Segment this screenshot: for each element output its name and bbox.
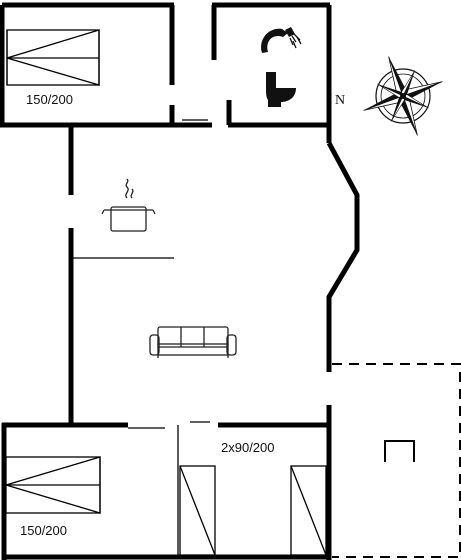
terrace (332, 363, 461, 558)
shower-icon (261, 27, 302, 53)
single-bed-diagonal-2 (290, 465, 327, 556)
bed-top-left (6, 29, 100, 86)
wall-top-left (0, 5, 70, 128)
bed-label-small: 2x90/200 (221, 440, 275, 455)
sofa-icon (149, 326, 237, 358)
kitchen-pot-icon (101, 178, 156, 232)
single-bed-1 (179, 465, 216, 556)
bed-label-top: 150/200 (26, 92, 73, 107)
single-bed-frame-1 (179, 465, 216, 556)
north-label: N (335, 93, 345, 108)
single-bed-2 (290, 465, 327, 556)
compass-rose-icon (363, 56, 443, 136)
doors (128, 119, 210, 429)
bed-blanket-icon (6, 29, 100, 86)
terrace-outline (332, 363, 461, 558)
bed-bottom-left (5, 456, 101, 514)
walls (0, 2, 360, 560)
bed-blanket-icon-bottom (5, 456, 101, 514)
toilet-icon (266, 72, 296, 107)
wall-right-bay (326, 141, 360, 372)
single-bed-frame-2 (290, 465, 327, 556)
single-bed-diagonal-1 (179, 465, 216, 556)
bed-label-bottom: 150/200 (20, 523, 67, 538)
terrace-table-icon (384, 440, 415, 462)
